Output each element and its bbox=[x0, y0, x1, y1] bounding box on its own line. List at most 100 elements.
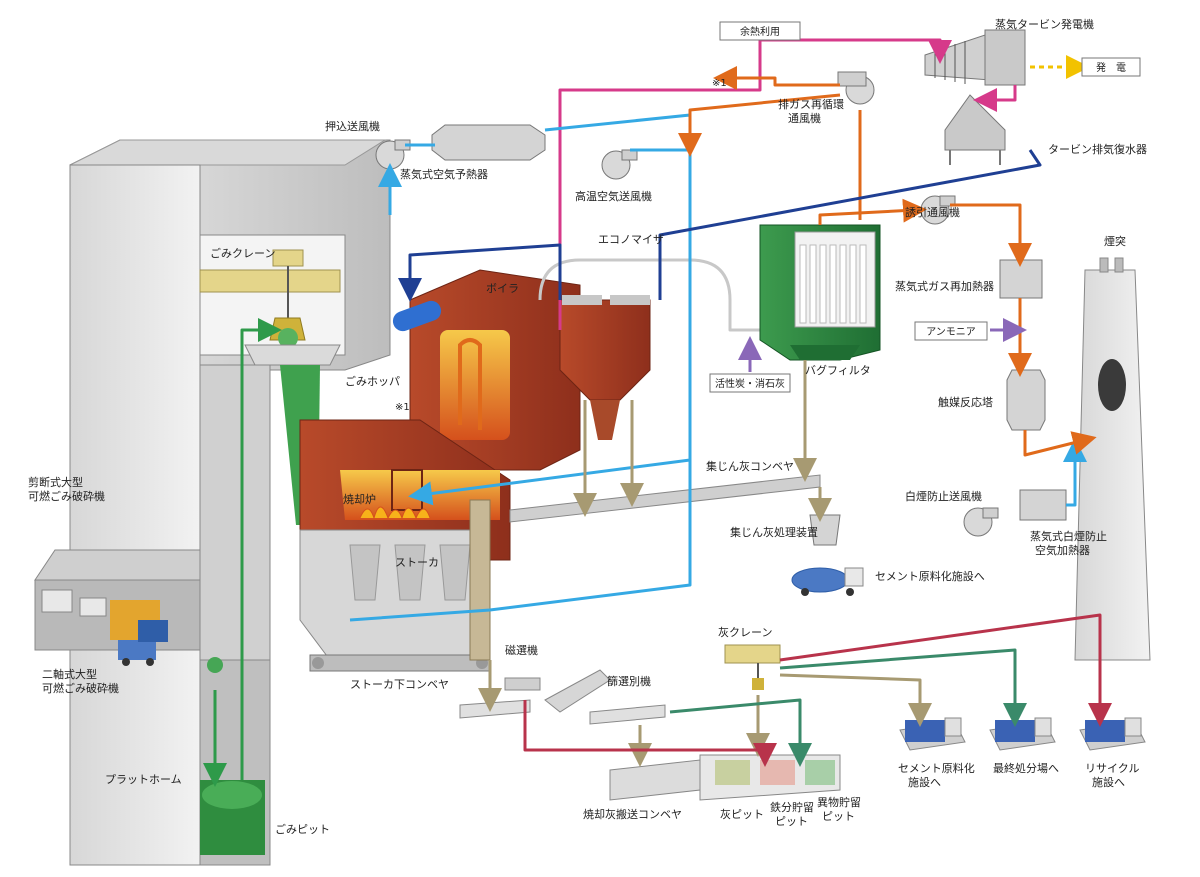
hopper-label: ごみホッパ bbox=[345, 374, 400, 388]
foreign-pit-label1: 異物貯留 bbox=[817, 795, 861, 809]
ash-chute bbox=[469, 499, 491, 661]
waste-bunker-building bbox=[69, 139, 391, 866]
ash-pits bbox=[699, 754, 841, 801]
dust-treatment-label: 集じん灰処理装置 bbox=[730, 525, 818, 539]
induced-fan-label: 誘引通風機 bbox=[905, 205, 960, 219]
white-smoke-heater-label1: 蒸気式白煙防止 bbox=[1030, 529, 1107, 543]
gas-line-chimney bbox=[1023, 430, 1097, 457]
white-smoke-fan-label: 白煙防止送風機 bbox=[905, 489, 982, 503]
magnet-label: 磁選機 bbox=[505, 643, 538, 657]
platform-label: プラットホーム bbox=[105, 773, 182, 786]
crane-label: ごみクレーン bbox=[210, 246, 275, 260]
air-line-main bbox=[408, 113, 692, 506]
stoker-conveyor-label: ストーカ下コンベヤ bbox=[350, 678, 449, 691]
truck-recycle bbox=[1079, 717, 1146, 751]
stoker bbox=[299, 529, 491, 661]
cement-facility-label: セメント原料化施設へ bbox=[875, 569, 985, 583]
exhaust-recirculation-fan bbox=[837, 71, 875, 105]
steam-air-preheater bbox=[431, 124, 546, 161]
iron-pit-label2: ピット bbox=[775, 815, 808, 828]
ash-conveyor-1 bbox=[459, 699, 531, 719]
steam-line-to-turbine bbox=[558, 38, 952, 330]
note1-furnace-label: ※1 bbox=[395, 402, 410, 413]
ash-crane bbox=[724, 644, 781, 690]
hot-air-fan-label: 高温空気送風機 bbox=[575, 189, 652, 203]
tanker-truck bbox=[791, 567, 864, 596]
dest-cement-label2: 施設へ bbox=[908, 775, 941, 789]
svg-text:発 電: 発 電 bbox=[1096, 61, 1126, 74]
push-fan-label: 押込送風機 bbox=[325, 119, 380, 133]
furnace-label: 焼却炉 bbox=[343, 493, 376, 506]
dust-conveyor bbox=[509, 474, 821, 523]
iron-line bbox=[523, 700, 777, 767]
shear-crusher-label1: 剪断式大型 bbox=[28, 475, 83, 489]
shear-crusher-label2: 可燃ごみ破砕機 bbox=[28, 489, 105, 503]
chimney bbox=[1074, 257, 1151, 661]
biaxial-crusher-label1: 二軸式大型 bbox=[42, 667, 97, 681]
dest-landfill-label: 最終処分場へ bbox=[993, 761, 1059, 775]
activated-carbon-box: 活性炭・消石灰 bbox=[709, 373, 791, 393]
waste-flow-up bbox=[240, 318, 282, 780]
gas-line-recirc-return bbox=[713, 66, 840, 90]
exhaust-fan-label: 排ガス再循環 bbox=[778, 97, 844, 111]
truck-cement bbox=[899, 717, 966, 751]
ash-conveyor-label: 焼却灰搬送コンベヤ bbox=[583, 807, 682, 821]
ash-line-dest-cement bbox=[779, 673, 932, 727]
teal-line-foreign bbox=[669, 698, 812, 767]
truck-landfill bbox=[989, 717, 1056, 751]
dest-cement-label1: セメント原料化 bbox=[898, 761, 975, 775]
boiler bbox=[392, 269, 581, 471]
ammonia-box: アンモニア bbox=[914, 321, 988, 341]
economizer bbox=[559, 295, 651, 440]
boiler-label: ボイラ bbox=[486, 282, 519, 295]
foreign-pit-label2: ピット bbox=[822, 810, 855, 823]
svg-text:アンモニア: アンモニア bbox=[926, 327, 976, 338]
gas-line-recirc-down bbox=[678, 93, 841, 157]
water-line bbox=[658, 149, 1042, 300]
dest-recycle-label2: 施設へ bbox=[1092, 775, 1125, 789]
gas-line-to-fan bbox=[818, 198, 927, 225]
note1-top-label: ※1 bbox=[712, 78, 727, 89]
waste-heat-box: 余熱利用 bbox=[719, 21, 801, 41]
gas-line-reheater bbox=[950, 203, 1032, 267]
screen-separator bbox=[544, 669, 611, 713]
steam-gas-reheater-label: 蒸気式ガス再加熱器 bbox=[895, 279, 994, 293]
stoker-label: ストーカ bbox=[395, 556, 439, 569]
exhaust-fan-label2: 通風機 bbox=[788, 111, 821, 125]
platform-area bbox=[34, 549, 201, 666]
magnetic-separator bbox=[504, 677, 541, 691]
ash-transport-conveyor bbox=[609, 759, 701, 801]
condenser-label: タービン排気復水器 bbox=[1048, 142, 1147, 156]
air-line-white-smoke bbox=[1063, 438, 1087, 507]
ash-pit-label: 灰ピット bbox=[720, 807, 764, 821]
white-smoke-fan bbox=[963, 507, 999, 537]
dest-recycle-label1: リサイクル bbox=[1085, 762, 1139, 775]
bag-filter-label: バグフィルタ bbox=[805, 363, 871, 377]
dust-conveyor-label: 集じん灰コンベヤ bbox=[706, 459, 794, 473]
svg-text:余熱利用: 余熱利用 bbox=[740, 25, 780, 38]
steam-gas-reheater bbox=[999, 259, 1043, 299]
turbine-condenser bbox=[944, 94, 1006, 165]
ash-crane-label: 灰クレーン bbox=[718, 625, 772, 639]
stoker-conveyor bbox=[309, 654, 491, 672]
white-smoke-heater-label2: 空気加熱器 bbox=[1035, 543, 1090, 557]
iron-pit-label1: 鉄分貯留 bbox=[770, 800, 814, 814]
garbage-truck bbox=[118, 620, 168, 666]
catalyst-reactor bbox=[1006, 369, 1046, 431]
water-line-boiler bbox=[398, 243, 562, 302]
push-fan bbox=[375, 139, 411, 170]
bag-filter bbox=[759, 224, 881, 361]
hot-air-fan bbox=[601, 149, 638, 180]
ash-conveyor-2 bbox=[589, 704, 666, 725]
svg-text:活性炭・消石灰: 活性炭・消石灰 bbox=[715, 377, 785, 390]
iron-line-recycle bbox=[779, 613, 1112, 727]
pit-label: ごみピット bbox=[275, 822, 330, 836]
chimney-label: 煙突 bbox=[1104, 234, 1126, 248]
turbine-generator-label: 蒸気タービン発電機 bbox=[995, 17, 1094, 31]
sieve-label: 篩選別機 bbox=[607, 674, 651, 688]
steam-air-heater-label: 蒸気式空気予熱器 bbox=[400, 167, 488, 181]
waste-crane bbox=[199, 249, 341, 348]
steam-return-line bbox=[973, 85, 1017, 112]
economizer-label: エコノマイザ bbox=[598, 233, 664, 246]
